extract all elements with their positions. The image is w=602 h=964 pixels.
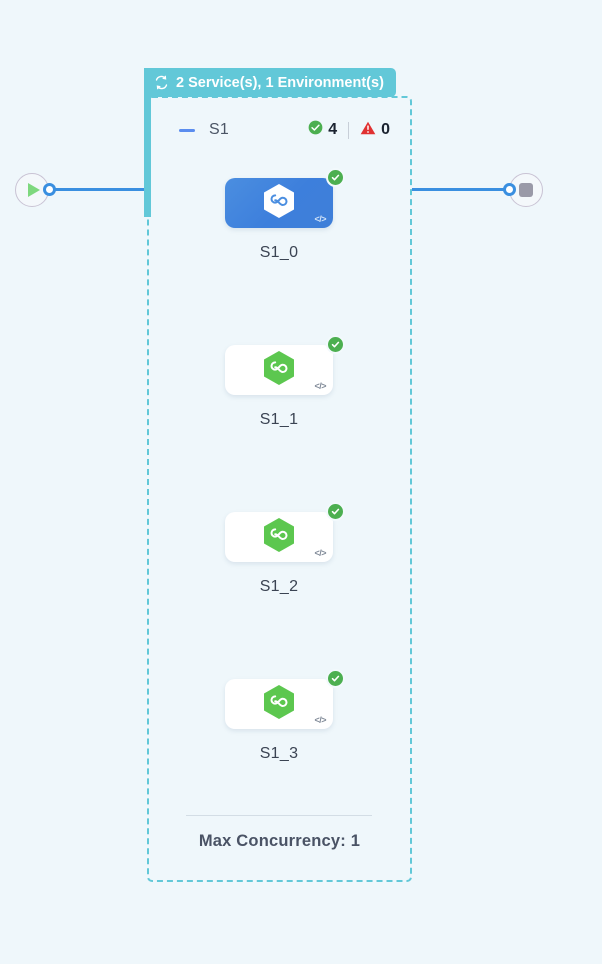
group-container bbox=[147, 96, 412, 882]
node-label: S1_2 bbox=[259, 578, 299, 595]
node-card[interactable]: </> bbox=[225, 669, 345, 729]
warning-triangle-icon bbox=[360, 120, 376, 141]
check-circle-icon bbox=[326, 502, 345, 521]
check-circle-icon bbox=[326, 335, 345, 354]
stop-icon bbox=[519, 183, 533, 197]
service-row-s1[interactable]: S1 4 0 bbox=[147, 114, 412, 146]
node-s1-3[interactable]: </> S1_3 bbox=[225, 669, 345, 763]
node-label: S1_1 bbox=[259, 411, 299, 428]
service-name-label: S1 bbox=[209, 121, 229, 138]
service-status-group: 4 0 bbox=[308, 120, 390, 141]
status-divider bbox=[348, 121, 350, 139]
group-summary-label: 2 Service(s), 1 Environment(s) bbox=[176, 74, 384, 91]
check-circle-icon bbox=[326, 669, 345, 688]
check-circle-icon bbox=[308, 120, 323, 140]
node-card[interactable]: </> bbox=[225, 168, 345, 228]
hexagon-loop-icon bbox=[262, 684, 296, 725]
group-summary-badge[interactable]: 2 Service(s), 1 Environment(s) bbox=[144, 68, 396, 97]
node-s1-1[interactable]: </> S1_1 bbox=[225, 335, 345, 429]
max-concurrency-label: Max Concurrency: 1 bbox=[198, 832, 361, 850]
play-icon bbox=[28, 183, 40, 197]
code-icon: </> bbox=[314, 214, 326, 224]
node-label: S1_3 bbox=[259, 745, 299, 762]
start-connector-handle[interactable] bbox=[43, 183, 56, 196]
footer-divider bbox=[186, 815, 372, 816]
error-status: 0 bbox=[360, 120, 390, 141]
node-label: S1_0 bbox=[259, 244, 299, 261]
code-icon: </> bbox=[314, 715, 326, 725]
minus-collapse-icon[interactable] bbox=[179, 128, 195, 132]
hexagon-loop-icon bbox=[262, 517, 296, 558]
node-card[interactable]: </> bbox=[225, 335, 345, 395]
node-s1-2[interactable]: </> S1_2 bbox=[225, 502, 345, 596]
node-card[interactable]: </> bbox=[225, 502, 345, 562]
hexagon-loop-icon bbox=[262, 350, 296, 391]
success-count: 4 bbox=[328, 121, 338, 138]
error-count: 0 bbox=[381, 121, 390, 138]
success-status: 4 bbox=[308, 120, 337, 140]
connector-line-start bbox=[54, 188, 146, 191]
hexagon-loop-icon bbox=[262, 183, 296, 224]
check-circle-icon bbox=[326, 168, 345, 187]
sync-cycle-icon bbox=[154, 75, 169, 90]
code-icon: </> bbox=[314, 381, 326, 391]
code-icon: </> bbox=[314, 548, 326, 558]
connector-line-end bbox=[412, 188, 504, 191]
end-connector-handle[interactable] bbox=[503, 183, 516, 196]
node-s1-0[interactable]: </> S1_0 bbox=[225, 168, 345, 262]
